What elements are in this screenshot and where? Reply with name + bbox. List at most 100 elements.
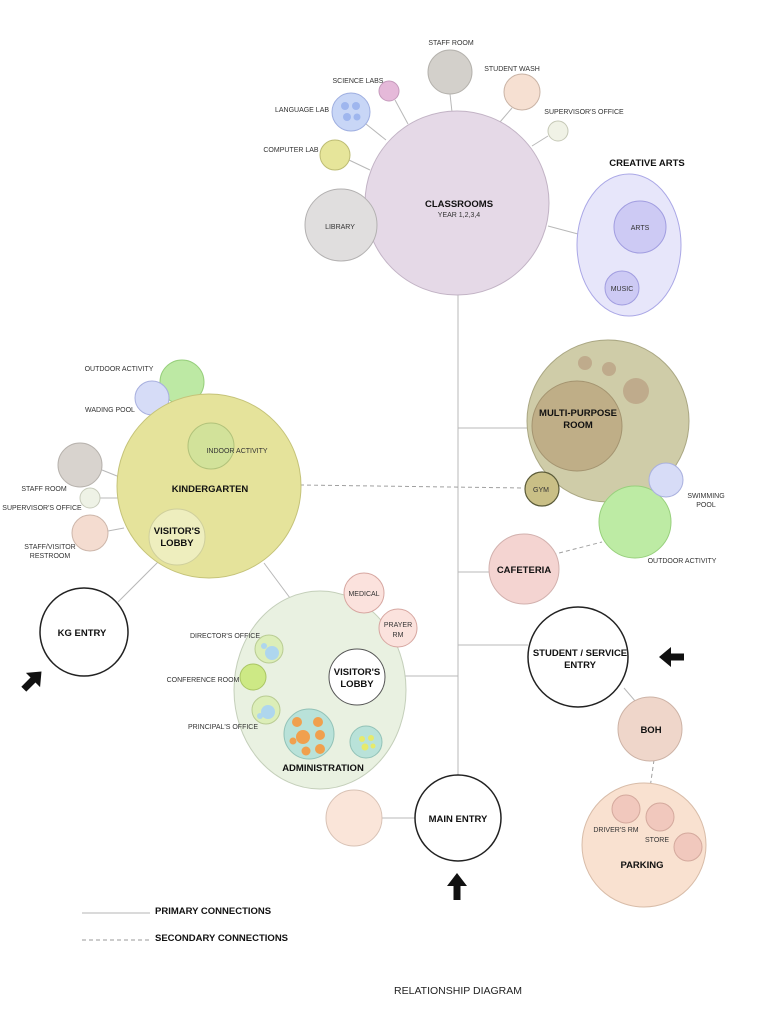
main-entry-node: [414, 774, 502, 862]
legend-secondary-label: SECONDARY CONNECTIONS: [155, 933, 288, 944]
main-entry-side-node: [325, 789, 383, 847]
admin-pantry-node: [349, 725, 383, 759]
creative-arts-label: CREATIVE ARTS: [609, 158, 684, 169]
kg-visitors-lobby-label-1: VISITOR'S: [154, 526, 200, 537]
student-wash-label: STUDENT WASH: [484, 66, 540, 73]
language-lab-dot: [353, 113, 361, 121]
admin-visitors-lobby-node: [328, 648, 386, 706]
admin-work-dot: [296, 730, 310, 744]
prayer-rm-label-1: PRAYER: [384, 622, 412, 629]
principals-office-dot: [257, 713, 263, 719]
student-entry-label-1: STUDENT / SERVICE: [533, 648, 627, 659]
supervisors-office-label: SUPERVISOR'S OFFICE: [544, 109, 624, 116]
kg-supervisors-office-node: [79, 487, 101, 509]
staff-room-node: [427, 49, 473, 95]
multi-purpose-room-node: [531, 380, 623, 472]
computer-lab-node: [319, 139, 351, 171]
library-node: [304, 188, 378, 262]
admin-work-dot: [313, 717, 323, 727]
multi-purpose-dot: [578, 356, 592, 370]
student-entry-label-2: ENTRY: [564, 660, 597, 671]
computer-lab-label: COMPUTER LAB: [263, 147, 319, 154]
kg-entry-label: KG ENTRY: [58, 628, 107, 639]
indoor-activity-node: [187, 422, 235, 470]
language-lab-dot: [341, 102, 349, 110]
principals-office-dot: [261, 705, 275, 719]
supervisors-office-node: [547, 120, 569, 142]
language-lab-dot: [343, 113, 351, 121]
student-wash-node: [503, 73, 541, 111]
boh-label: BOH: [640, 725, 661, 736]
kg-staff-room-node: [57, 442, 103, 488]
conference-room-node: [239, 663, 267, 691]
directors-office-label: DIRECTOR'S OFFICE: [190, 633, 260, 640]
kg-entry-node: [39, 587, 129, 677]
admin-work-dot: [315, 730, 325, 740]
main-entry-arrow-icon: [447, 873, 467, 900]
swimming-pool-node: [648, 462, 684, 498]
legend: PRIMARY CONNECTIONS SECONDARY CONNECTION…: [82, 906, 288, 944]
classrooms-label: CLASSROOMS: [425, 199, 493, 210]
gym-label: GYM: [533, 487, 549, 494]
main-entry-label: MAIN ENTRY: [429, 814, 488, 825]
kg-supervisors-office-label: SUPERVISOR'S OFFICE: [2, 505, 82, 512]
outdoor-activity-label: OUTDOOR ACTIVITY: [648, 558, 717, 565]
music-node: [604, 270, 640, 306]
store-label: STORE: [645, 837, 669, 844]
directors-office-dot: [265, 646, 279, 660]
kindergarten-label: KINDERGARTEN: [172, 484, 249, 495]
multi-purpose-dot: [623, 378, 649, 404]
administration-label: ADMINISTRATION: [282, 763, 364, 774]
swimming-pool-label-1: SWIMMING: [687, 493, 724, 500]
multi-purpose-label-2: ROOM: [563, 420, 593, 431]
admin-work-dot: [289, 737, 297, 745]
cafeteria-node: [488, 533, 560, 605]
admin-visitors-lobby-label-2: LOBBY: [340, 679, 374, 690]
science-labs-label: SCIENCE LABS: [333, 78, 384, 85]
language-lab-node: [331, 92, 371, 132]
admin-work-dot: [315, 744, 325, 754]
student-entry-arrow-icon: [659, 647, 684, 667]
cafeteria-label: CAFETERIA: [497, 565, 552, 576]
multi-purpose-label-1: MULTI-PURPOSE: [539, 408, 617, 419]
admin-work-dot: [292, 717, 302, 727]
language-lab-label: LANGUAGE LAB: [275, 107, 329, 114]
kg-entry-arrow-icon: [21, 671, 42, 692]
admin-work-dot: [301, 746, 311, 756]
admin-pantry-dot: [361, 743, 369, 751]
admin-pantry-dot: [359, 736, 365, 742]
prayer-rm-label-2: RM: [393, 632, 404, 639]
staff-room-label: STAFF ROOM: [428, 40, 474, 47]
parking-label: PARKING: [620, 860, 663, 871]
student-entry-node: [527, 606, 629, 708]
admin-pantry-dot: [370, 743, 376, 749]
language-lab-dot: [352, 102, 360, 110]
indoor-activity-label: INDOOR ACTIVITY: [206, 448, 267, 455]
boh-node: [617, 696, 683, 762]
kg-visitors-lobby-node: [148, 508, 206, 566]
admin-visitors-lobby-label-1: VISITOR'S: [334, 667, 380, 678]
kg-visitors-lobby-label-2: LOBBY: [160, 538, 194, 549]
directors-office-dot: [261, 643, 267, 649]
store-node: [645, 802, 675, 832]
medical-node: [343, 572, 385, 614]
music-label: MUSIC: [611, 286, 634, 293]
admin-pantry-dot: [368, 735, 374, 741]
gym-node: [524, 471, 560, 507]
diagram-caption: RELATIONSHIP DIAGRAM: [394, 985, 522, 997]
kg-outdoor-activity-label: OUTDOOR ACTIVITY: [85, 366, 154, 373]
arts-node: [613, 200, 667, 254]
kg-staff-room-label: STAFF ROOM: [21, 486, 67, 493]
wading-pool-label: WADING POOL: [85, 407, 135, 414]
staff-restroom-label-2: RESTROOM: [30, 553, 71, 560]
swimming-pool-label-2: POOL: [696, 502, 716, 509]
legend-primary-label: PRIMARY CONNECTIONS: [155, 906, 271, 917]
principals-office-label: PRINCIPAL'S OFFICE: [188, 724, 258, 731]
conference-room-label: CONFERENCE ROOM: [167, 677, 240, 684]
multi-purpose-dot: [602, 362, 616, 376]
library-label: LIBRARY: [325, 224, 355, 231]
staff-restroom-node: [71, 514, 109, 552]
parking-third-node: [673, 832, 703, 862]
outdoor-activity-node: [598, 485, 672, 559]
